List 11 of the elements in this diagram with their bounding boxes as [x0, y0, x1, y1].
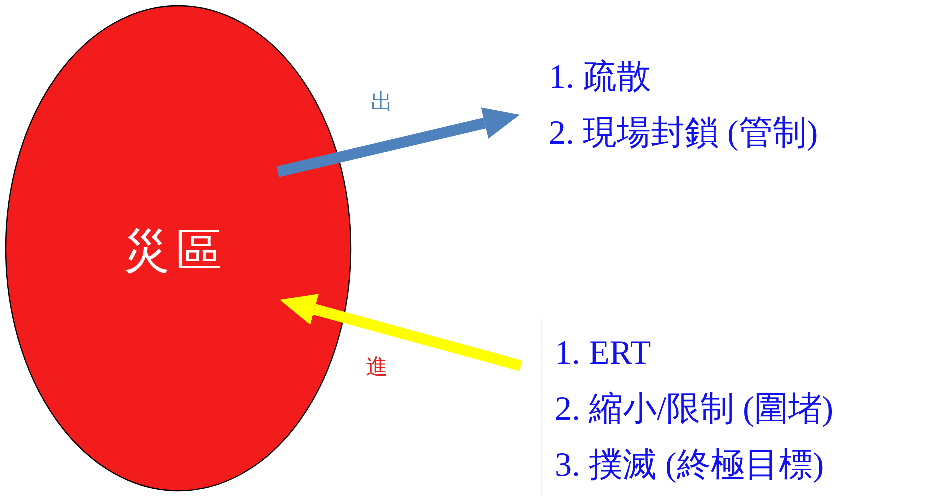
- arrow: [280, 294, 522, 372]
- zone-label: 災區: [123, 224, 229, 278]
- edge-label: 進: [366, 354, 388, 380]
- list-item: 1. ERT: [555, 334, 652, 374]
- edge-label: 出: [371, 89, 393, 115]
- list-item: 2. 現場封鎖 (管制): [549, 114, 818, 154]
- arrow: [276, 108, 520, 178]
- disaster-zone-ellipse: [5, 5, 352, 492]
- list-item: 1. 疏散: [549, 58, 651, 98]
- list-item: 3. 撲滅 (終極目標): [555, 446, 824, 486]
- list-item: 2. 縮小/限制 (圍堵): [555, 390, 834, 430]
